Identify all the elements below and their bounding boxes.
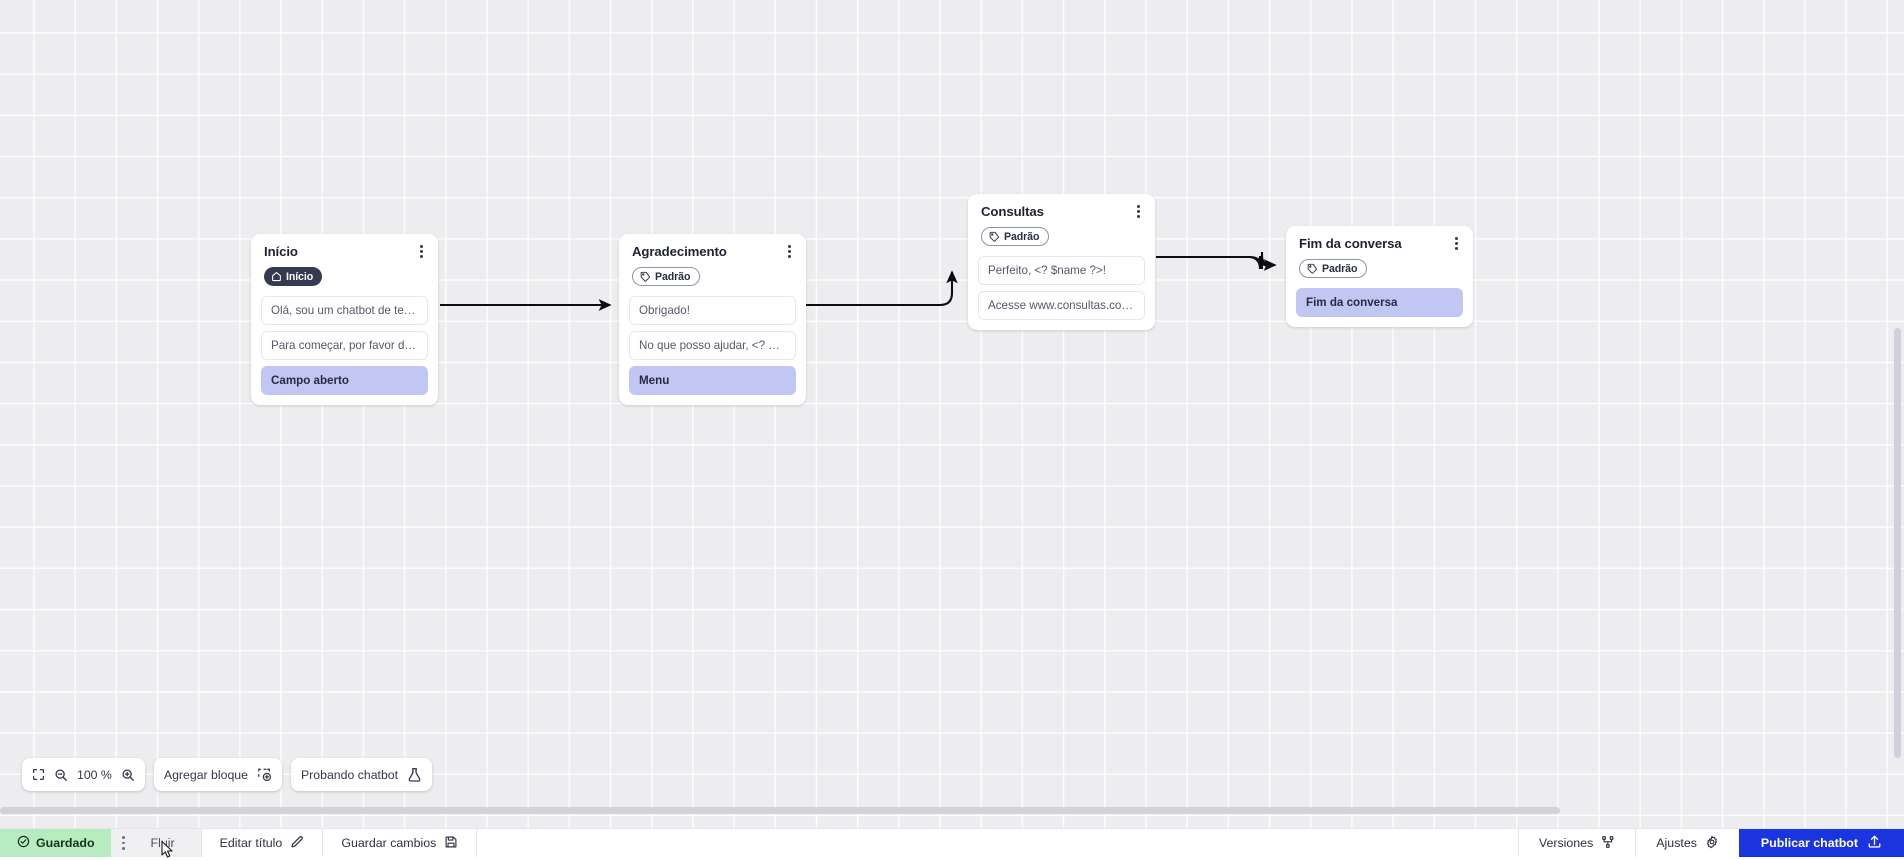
node-menu-kebab-icon[interactable] (785, 243, 794, 260)
node-header: Agradecimento (629, 243, 796, 260)
flow-tab-kebab-icon[interactable] (111, 829, 137, 857)
flow-tab-group[interactable]: Fluir (111, 829, 202, 857)
test-chatbot-button[interactable]: Probando chatbot (291, 758, 432, 791)
flask-icon[interactable] (407, 767, 422, 783)
connector-consultas-fim (1156, 256, 1272, 269)
branch-icon[interactable] (1601, 835, 1615, 852)
zoom-in-icon[interactable] (121, 768, 135, 782)
node-message[interactable]: Fim da conversa (1296, 288, 1463, 317)
node-title: Início (264, 244, 298, 259)
home-icon (271, 271, 282, 282)
tag-icon (989, 231, 1000, 242)
node-message-list: Olá, sou um chatbot de teste! Para começa… (261, 296, 428, 395)
edit-title-button[interactable]: Editar título (202, 829, 324, 857)
publish-chatbot-button[interactable]: Publicar chatbot (1739, 829, 1904, 857)
node-header: Consultas (978, 203, 1145, 220)
node-header: Fim da conversa (1296, 235, 1463, 252)
zoom-level-label: 100 % (77, 768, 112, 782)
upload-icon[interactable] (1867, 834, 1882, 852)
flow-node-consultas[interactable]: Consultas Padrão Perfeito, <? $name ?>! A… (968, 194, 1155, 330)
node-badge-label: Padrão (1322, 263, 1357, 275)
node-badge-row: Padrão (629, 260, 796, 287)
node-message-list: Obrigado! No que posso ajudar, <? $name .… (629, 296, 796, 395)
add-block-icon[interactable] (257, 767, 272, 782)
node-title: Agradecimento (632, 244, 727, 259)
settings-button[interactable]: Ajustes (1635, 829, 1739, 857)
node-badge[interactable]: Início (264, 267, 322, 286)
vertical-scrollbar[interactable] (1894, 328, 1901, 758)
node-message[interactable]: Menu (629, 366, 796, 395)
flow-node-fim-da-conversa[interactable]: Fim da conversa Padrão Fim da conversa (1286, 226, 1473, 327)
node-message[interactable]: Olá, sou um chatbot de teste! (261, 296, 428, 325)
connector-consultas-fim-arrow (1262, 252, 1275, 265)
node-message[interactable]: No que posso ajudar, <? $name ... (629, 331, 796, 360)
node-message[interactable]: Perfeito, <? $name ?>! (978, 256, 1145, 285)
connector-layer (0, 0, 1904, 836)
node-message[interactable]: Para começar, por favor digite o ... (261, 331, 428, 360)
flow-node-agradecimento[interactable]: Agradecimento Padrão Obrigado! No que pos… (619, 234, 806, 405)
settings-label: Ajustes (1656, 836, 1697, 850)
node-badge[interactable]: Padrão (632, 267, 700, 286)
tag-icon (640, 271, 651, 282)
status-bar-right: Versiones Ajustes Publicar chatbot (1518, 829, 1904, 857)
check-circle-icon (17, 835, 30, 851)
node-badge-row: Início (261, 260, 428, 287)
connector-agradecimento-consultas (806, 272, 952, 305)
node-title: Consultas (981, 204, 1044, 219)
node-menu-kebab-icon[interactable] (1134, 203, 1143, 220)
node-badge-label: Padrão (1004, 231, 1039, 243)
tag-icon (1307, 263, 1318, 274)
node-badge-label: Padrão (655, 271, 690, 283)
versions-button[interactable]: Versiones (1518, 829, 1635, 857)
fit-screen-icon[interactable] (32, 768, 45, 781)
mouse-cursor (160, 840, 176, 860)
node-message[interactable]: Campo aberto (261, 366, 428, 395)
edit-title-label: Editar título (220, 836, 283, 850)
floppy-disk-icon[interactable] (444, 835, 458, 852)
save-changes-button[interactable]: Guardar cambios (323, 829, 477, 857)
status-bar-spacer (477, 829, 1518, 857)
save-changes-label: Guardar cambios (341, 836, 436, 850)
versions-label: Versiones (1539, 836, 1593, 850)
status-bar: Guardado Fluir Editar título Guardar cam… (0, 828, 1904, 857)
node-message-list: Fim da conversa (1296, 288, 1463, 317)
add-block-label: Agregar bloque (164, 768, 248, 782)
node-badge-row: Padrão (1296, 252, 1463, 279)
publish-chatbot-label: Publicar chatbot (1761, 836, 1858, 850)
horizontal-scrollbar[interactable] (0, 807, 1560, 814)
zoom-controls[interactable]: 100 % (22, 758, 145, 791)
test-chatbot-label: Probando chatbot (301, 768, 398, 782)
gear-icon[interactable] (1705, 835, 1719, 852)
node-message[interactable]: Acesse www.consultas.com par... (978, 291, 1145, 320)
saved-status-label: Guardado (36, 836, 95, 850)
node-title: Fim da conversa (1299, 236, 1402, 251)
pencil-icon[interactable] (290, 835, 304, 852)
canvas-toolbar[interactable]: 100 % Agregar bloque Prob (22, 758, 432, 791)
node-badge[interactable]: Padrão (1299, 259, 1367, 278)
node-header: Início (261, 243, 428, 260)
add-block-button[interactable]: Agregar bloque (154, 758, 282, 791)
flow-canvas[interactable]: Início Início Olá, sou um chatbot de tes… (0, 0, 1904, 836)
node-message[interactable]: Obrigado! (629, 296, 796, 325)
node-badge[interactable]: Padrão (981, 227, 1049, 246)
node-menu-kebab-icon[interactable] (417, 243, 426, 260)
flow-node-inicio[interactable]: Início Início Olá, sou um chatbot de tes… (251, 234, 438, 405)
zoom-out-icon[interactable] (54, 768, 68, 782)
node-menu-kebab-icon[interactable] (1452, 235, 1461, 252)
node-badge-row: Padrão (978, 220, 1145, 247)
connector-consultas-fim-tail (1156, 255, 1262, 269)
saved-status-badge: Guardado (0, 829, 111, 857)
node-message-list: Perfeito, <? $name ?>! Acesse www.consult… (978, 256, 1145, 320)
node-badge-label: Início (286, 271, 313, 283)
